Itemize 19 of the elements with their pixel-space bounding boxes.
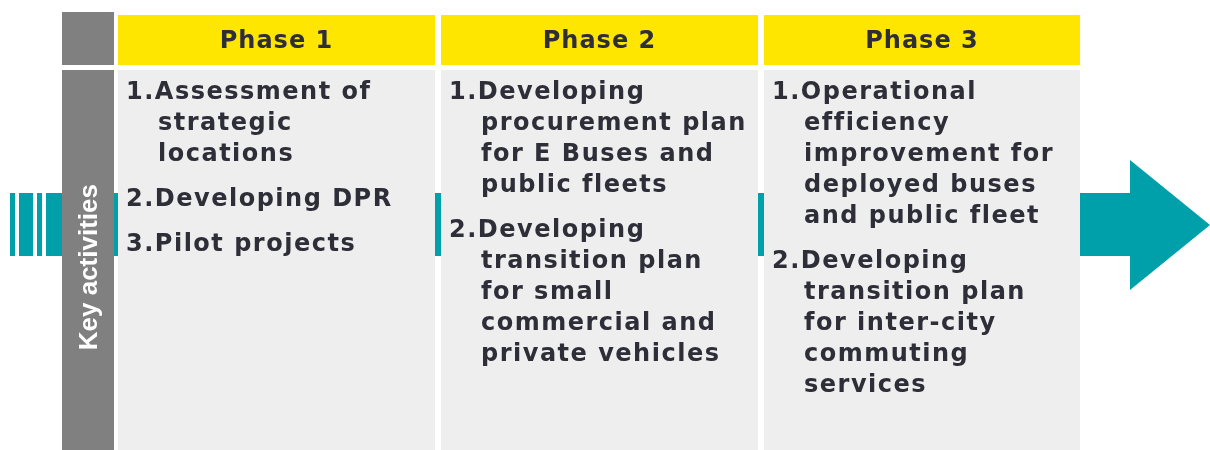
side-label-bar xyxy=(62,70,114,450)
activity-item: 2.Developing transition plan for inter-city commuting services xyxy=(772,245,1027,400)
activity-panel xyxy=(118,70,435,450)
phase-header xyxy=(441,15,758,65)
activity-item: 1.Developing procurement plan for E Buses and public fleets xyxy=(449,76,748,200)
activity-panel xyxy=(764,70,1080,450)
corner-block xyxy=(62,12,114,65)
phase-header xyxy=(764,15,1080,65)
phase-title: Phase 2 xyxy=(542,25,657,56)
side-label: Key activities xyxy=(75,183,101,350)
phase-title: Phase 3 xyxy=(865,25,979,56)
activity-item: 3.Pilot projects xyxy=(126,228,358,259)
activity-item: 1.Assessment of strategic locations xyxy=(126,76,373,169)
activity-panel xyxy=(441,70,758,450)
activity-item: 2.Developing transition plan for small commercial and private vehicles xyxy=(449,214,722,369)
phase-header xyxy=(118,15,435,65)
activity-item: 1.Operational efficiency improvement for deployed buses and public fleet xyxy=(772,76,1056,231)
activity-item: 2.Developing DPR xyxy=(126,183,394,214)
phase-title: Phase 1 xyxy=(219,25,334,56)
